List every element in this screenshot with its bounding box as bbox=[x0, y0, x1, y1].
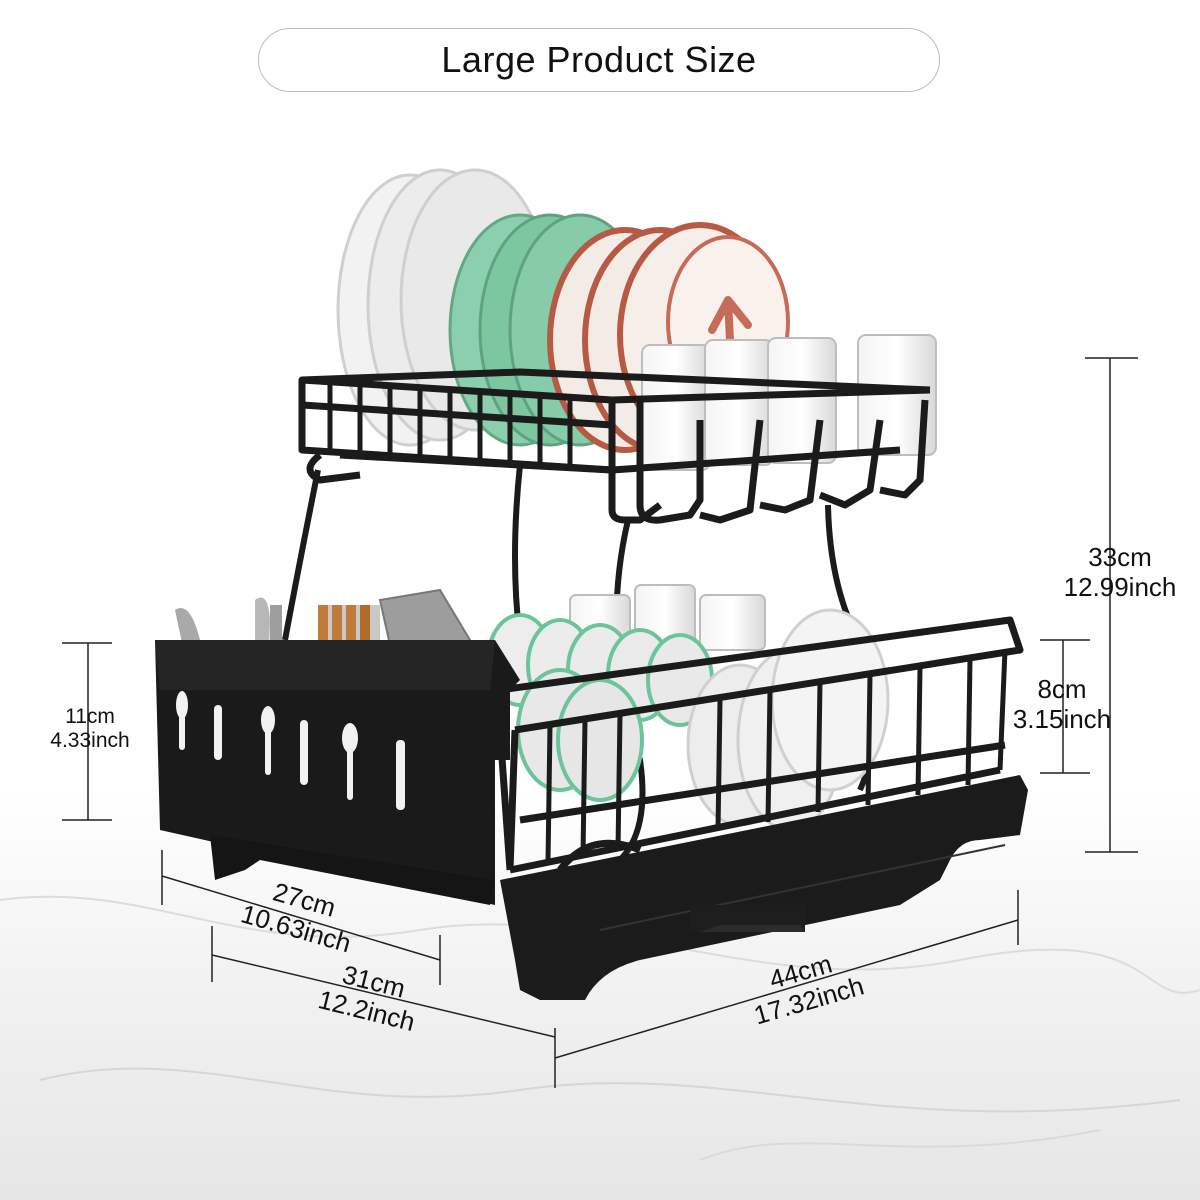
marble-floor bbox=[0, 790, 1200, 1200]
holder-height-inch: 4.33inch bbox=[50, 729, 130, 753]
upper-gap-label: 8cm 3.15inch bbox=[992, 674, 1132, 735]
holder-height-label: 11cm 4.33inch bbox=[30, 705, 150, 753]
title-pill: Large Product Size bbox=[258, 28, 940, 92]
title-text: Large Product Size bbox=[441, 39, 757, 80]
lower-rack bbox=[496, 616, 1024, 874]
holder-height-cm: 11cm bbox=[65, 705, 115, 728]
total-height-cm: 33cm bbox=[1088, 542, 1152, 572]
total-height-inch: 12.99inch bbox=[1063, 571, 1177, 602]
total-height-label: 33cm 12.99inch bbox=[1040, 542, 1200, 603]
utensil-holder bbox=[155, 588, 520, 905]
dimension-lines bbox=[62, 357, 1138, 1088]
drip-tray bbox=[500, 775, 1028, 1000]
upper-gap-cm: 8cm bbox=[1037, 674, 1087, 704]
upper-gap-inch: 3.15inch bbox=[1012, 703, 1112, 734]
